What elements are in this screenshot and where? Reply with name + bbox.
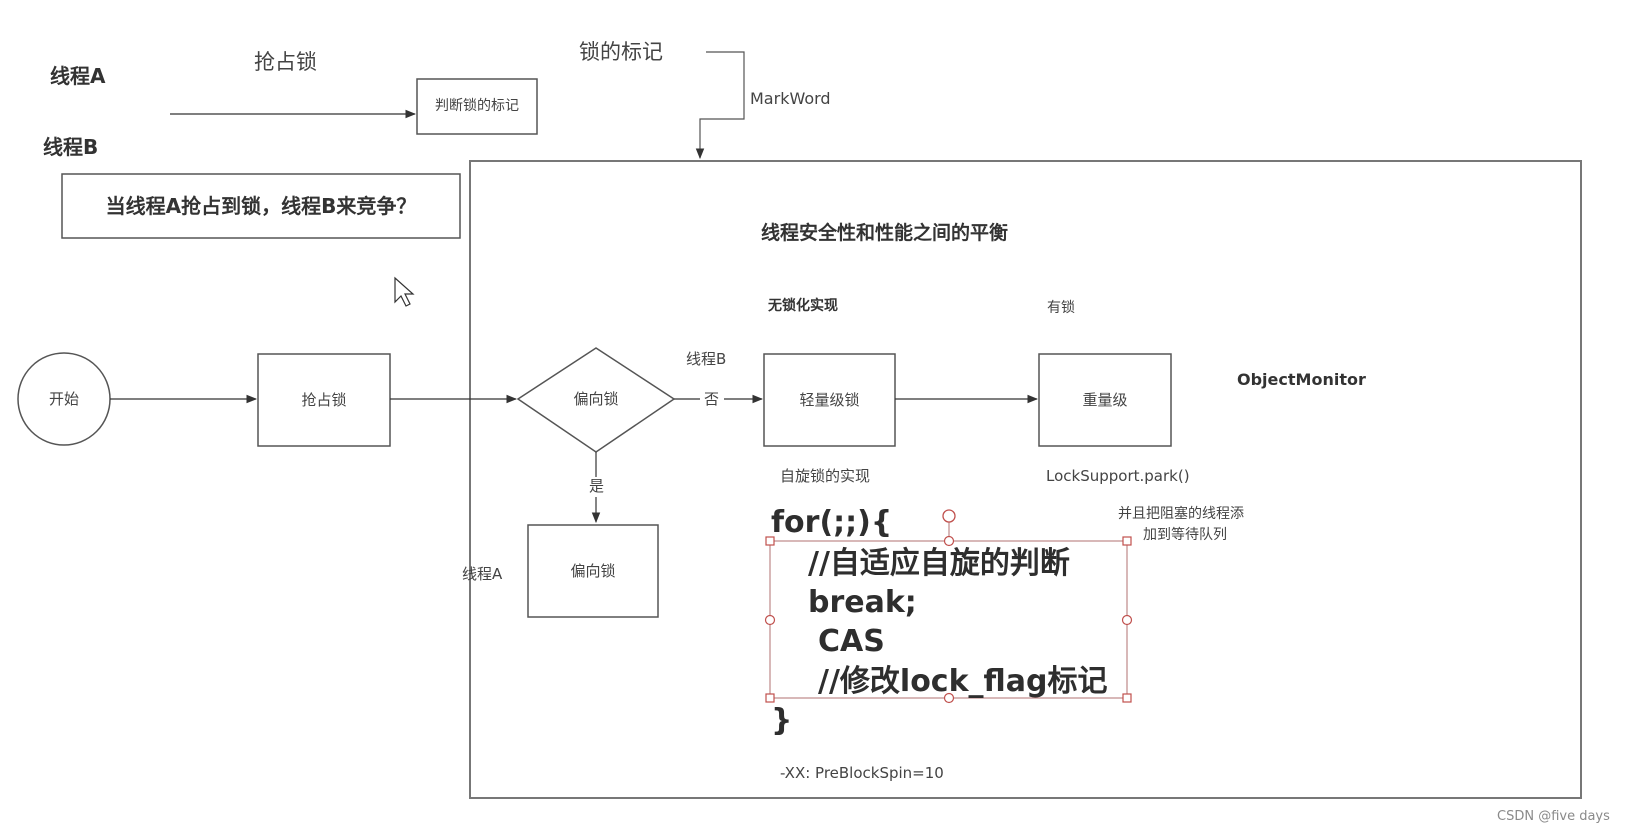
lightweight-lock-box (763, 353, 896, 447)
heavyweight-lock-box (1038, 353, 1172, 447)
spin-impl-note: 自旋锁的实现 (780, 467, 871, 485)
resize-handle-bl[interactable] (765, 693, 775, 703)
panel-title: 线程安全性和性能之间的平衡 (761, 222, 1009, 244)
biased-lock-decision-text: 偏向锁 (573, 389, 619, 408)
no-edge-label: 否 (704, 390, 720, 408)
lock-support-note: LockSupport.park() (1046, 467, 1190, 485)
main-panel (469, 160, 1582, 799)
rotate-handle[interactable] (942, 509, 956, 523)
resize-handle-left[interactable] (764, 614, 776, 626)
watermark: CSDN @five days (1497, 809, 1610, 824)
thread-a-edge-label: 线程A (462, 565, 503, 583)
resize-handle-tl[interactable] (765, 536, 775, 546)
start-node-text: 开始 (48, 389, 79, 408)
judge-lock-mark-text: 判断锁的标记 (435, 97, 519, 114)
acquire-lock-label: 抢占锁 (254, 50, 317, 74)
question-text: 当线程A抢占到锁，线程B来竞争？ (105, 193, 417, 218)
jvm-flag-note: -XX: PreBlockSpin=10 (780, 764, 944, 782)
code-line-for: for(;;){ (771, 505, 893, 540)
code-line-cas: CAS (818, 624, 885, 659)
thread-b-title: 线程B (43, 135, 99, 159)
acquire-lock-text: 抢占锁 (301, 390, 347, 409)
yes-edge-label: 是 (589, 477, 605, 495)
resize-handle-tr[interactable] (1122, 536, 1132, 546)
resize-handle-br[interactable] (1122, 693, 1132, 703)
resize-handle-right[interactable] (1121, 614, 1133, 626)
code-line-comment-flag: //修改lock_flag标记 (818, 664, 1108, 699)
biased-lock-result-text: 偏向锁 (570, 561, 616, 580)
judge-lock-mark-box (416, 78, 538, 135)
code-line-break: break; (808, 585, 917, 620)
resize-handle-top[interactable] (943, 535, 955, 547)
text-selection-frame[interactable] (764, 509, 1133, 704)
haslock-label: 有锁 (1047, 300, 1075, 316)
object-monitor-label: ObjectMonitor (1237, 370, 1366, 389)
mouse-pointer-icon (394, 276, 415, 307)
thread-a-title: 线程A (50, 64, 106, 88)
lockfree-label: 无锁化实现 (768, 298, 838, 314)
queue-note-line2: 加到等待队列 (1143, 527, 1227, 543)
biased-lock-result-box (527, 524, 659, 618)
code-line-comment-spin: //自适应自旋的判断 (808, 546, 1070, 581)
markword-label: MarkWord (750, 89, 831, 108)
lightweight-lock-text: 轻量级锁 (799, 390, 860, 409)
question-box (61, 173, 461, 239)
code-line-close-brace: } (771, 703, 793, 738)
resize-handle-bottom[interactable] (943, 692, 955, 704)
queue-note-line1: 并且把阻塞的线程添 (1118, 506, 1244, 522)
acquire-lock-box (257, 353, 391, 447)
markword-connector (695, 51, 745, 160)
thread-b-edge-label: 线程B (686, 350, 727, 368)
heavyweight-lock-text: 重量级 (1082, 390, 1128, 409)
lock-mark-label: 锁的标记 (579, 40, 663, 64)
